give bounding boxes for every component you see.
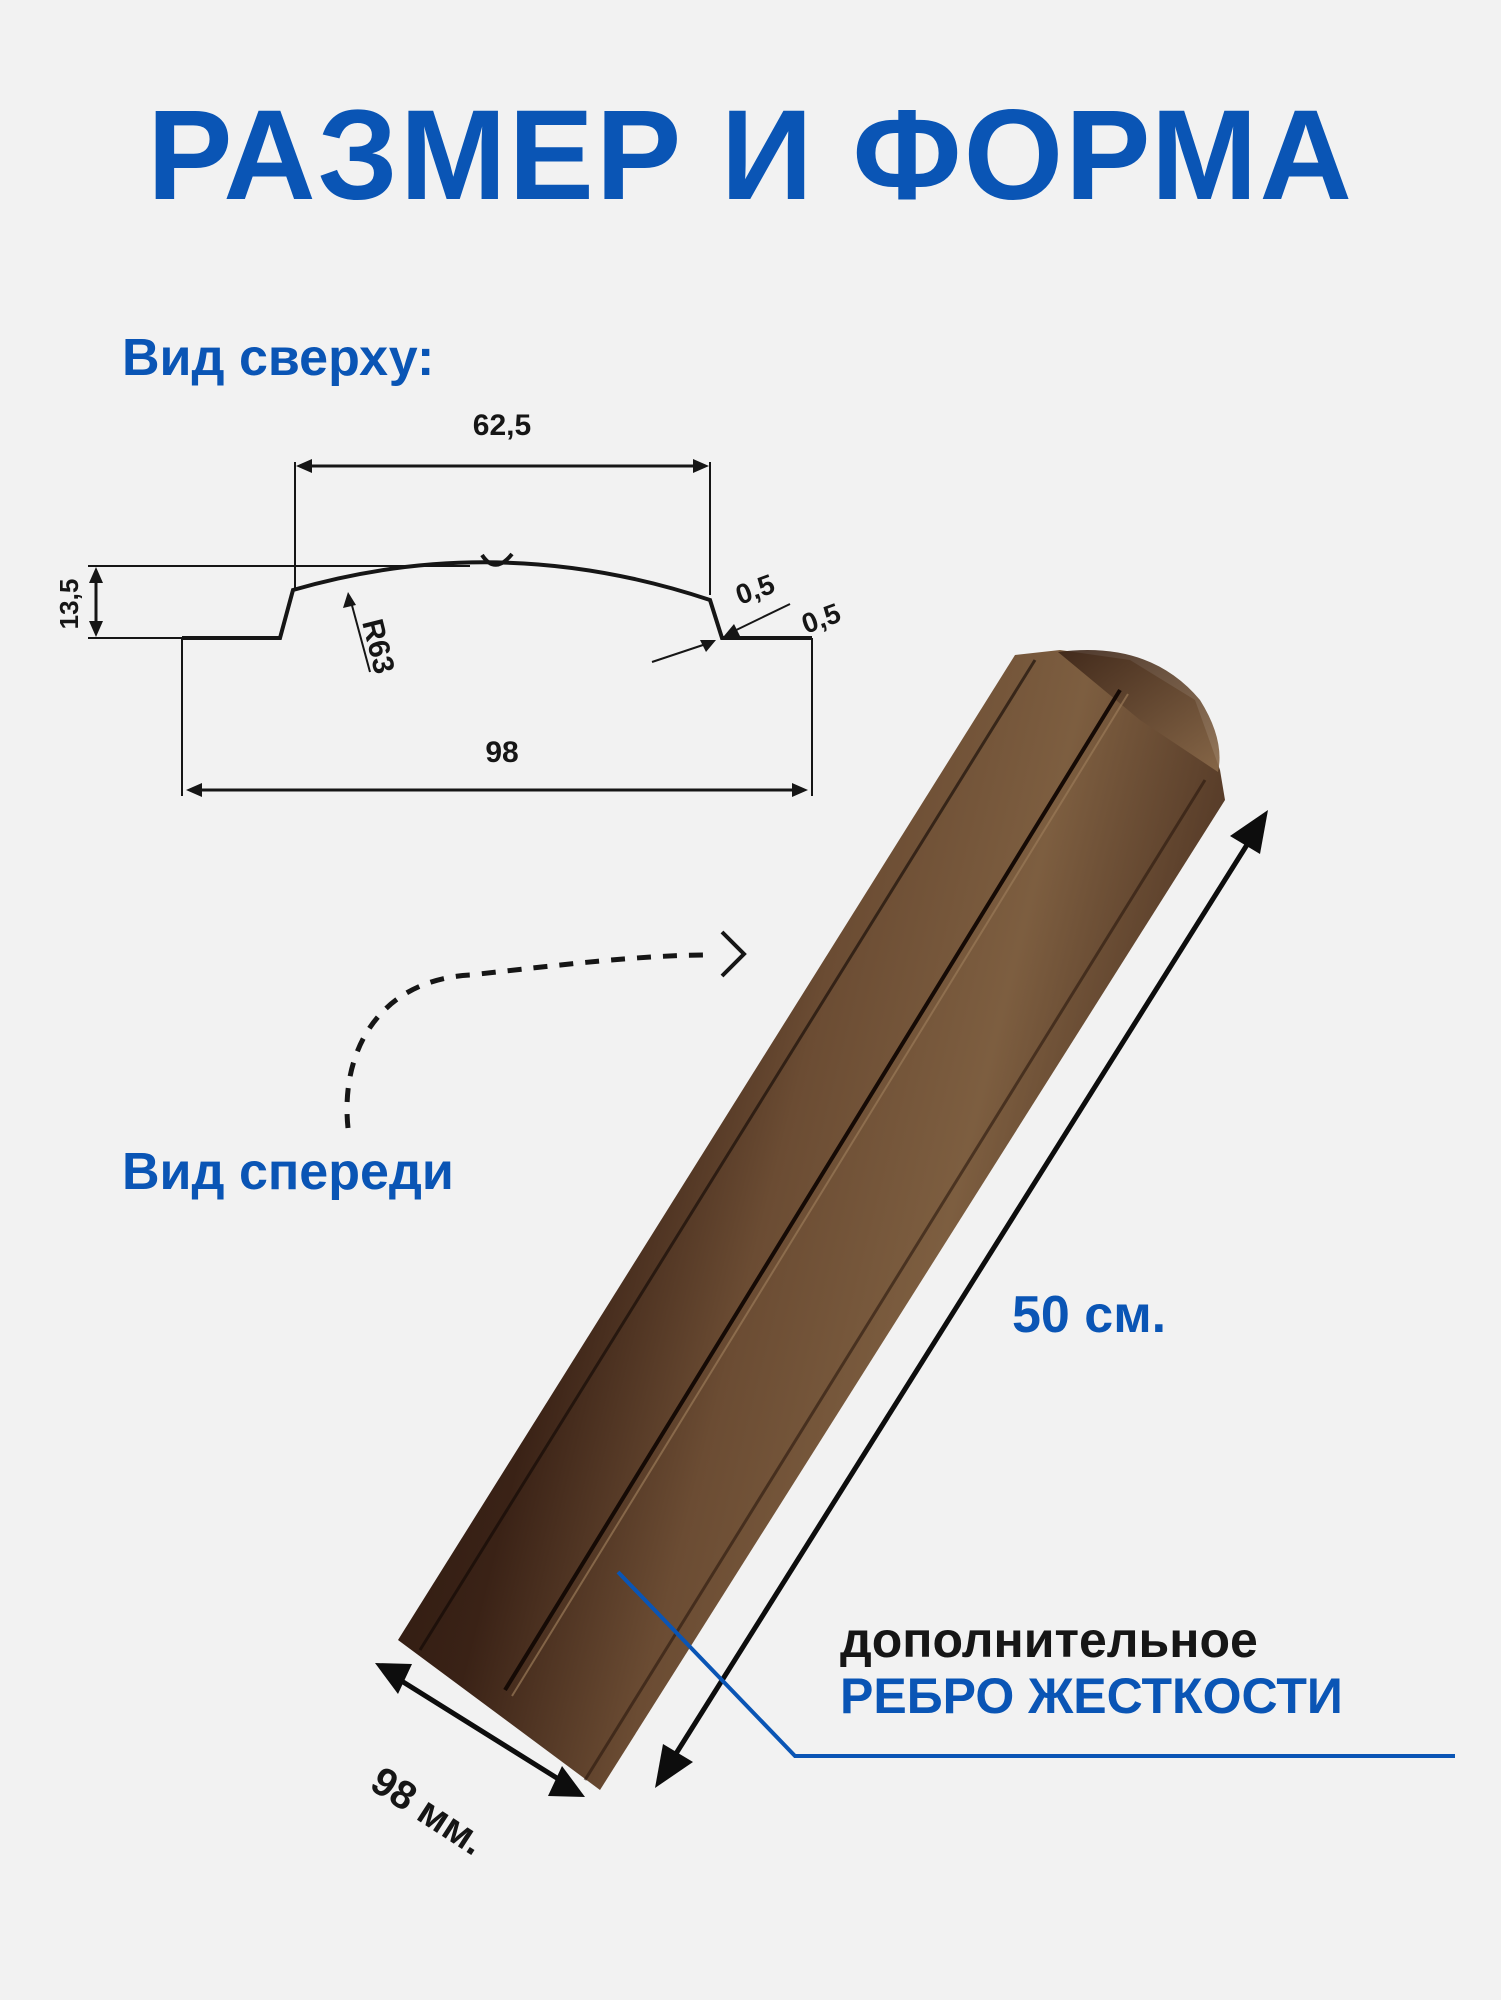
rib-groove-2 (511, 693, 1129, 1697)
radius-leader (349, 597, 371, 673)
front-view-label: Вид спереди (122, 1143, 454, 1201)
dim-top-width: 62,5 (473, 409, 531, 442)
arrow-chevron-icon (720, 930, 747, 978)
thickness-leader-a (727, 603, 791, 635)
rib-caption: дополнительное РЕБРО ЖЕСТКОСТИ (840, 1612, 1343, 1724)
edge-line-right (583, 779, 1207, 1781)
length-label: 50 см. (1012, 1286, 1167, 1344)
profile-top-cap (1058, 650, 1220, 772)
width-arrow-line (398, 1677, 562, 1783)
rib-caption-line1: дополнительное (840, 1612, 1258, 1668)
dim-total-width: 98 (485, 736, 518, 769)
rib-caption-line2: РЕБРО ЖЕСТКОСТИ (840, 1668, 1343, 1724)
width-arrow-head-left (375, 1663, 412, 1694)
thickness-leader-b (651, 641, 713, 663)
top-view-drawing: 62,5 13,5 R63 0,5 0,5 98 (54, 409, 845, 797)
rib-groove-1 (503, 688, 1122, 1692)
dotted-arrow-path (344, 952, 711, 1129)
rib-leader-line (616, 1570, 1455, 1758)
length-arrow-line (669, 838, 1253, 1762)
edge-line-left (418, 659, 1037, 1651)
top-view-label: Вид сверху: (122, 329, 435, 387)
width-label: 98 мм. (363, 1759, 493, 1864)
width-arrow-head-right (548, 1766, 585, 1797)
length-arrow-head-top (1230, 810, 1268, 854)
length-arrow-head-bottom (655, 1744, 693, 1788)
dim-height: 13,5 (54, 579, 84, 630)
page-title: РАЗМЕР И ФОРМА (147, 84, 1354, 227)
profile-notch (480, 552, 514, 567)
profile-body (398, 650, 1225, 1790)
